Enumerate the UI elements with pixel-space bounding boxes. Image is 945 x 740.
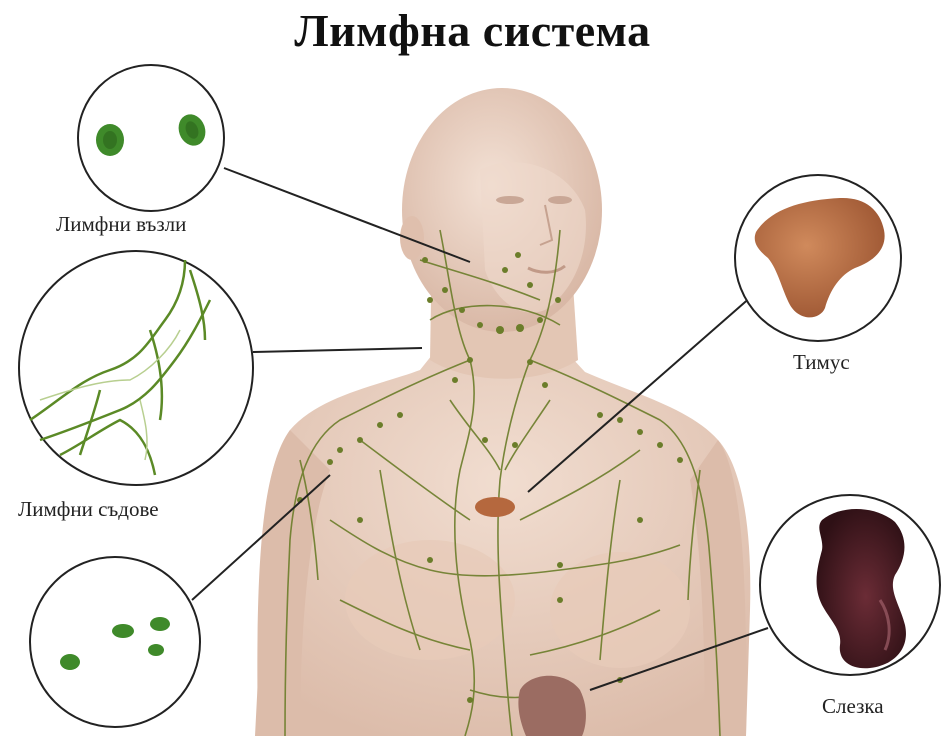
- callout-lymph-nodes-lower: [30, 557, 200, 727]
- lymph-node-cell: [60, 654, 80, 670]
- eye-left: [496, 196, 524, 204]
- label-lymph-vessels: Лимфни съдове: [18, 497, 159, 522]
- torso: [255, 345, 750, 736]
- callout-lymph-nodes: [78, 65, 224, 211]
- connector-vessels: [253, 348, 422, 352]
- callout-thymus: [735, 175, 901, 341]
- label-thymus: Тимус: [793, 350, 850, 375]
- thymus-on-body: [475, 497, 515, 517]
- eye-right: [548, 196, 572, 204]
- lymph-node-cell: [112, 624, 134, 638]
- ear: [400, 216, 424, 260]
- label-spleen: Слезка: [822, 694, 884, 719]
- label-lymph-nodes: Лимфни възли: [56, 212, 186, 237]
- diagram-title: Лимфна система: [0, 4, 945, 57]
- lymph-node-cell: [150, 617, 170, 631]
- callout-spleen: [760, 495, 940, 675]
- callout-lymph-vessels: [19, 251, 253, 485]
- lymph-node-cell: [148, 644, 164, 656]
